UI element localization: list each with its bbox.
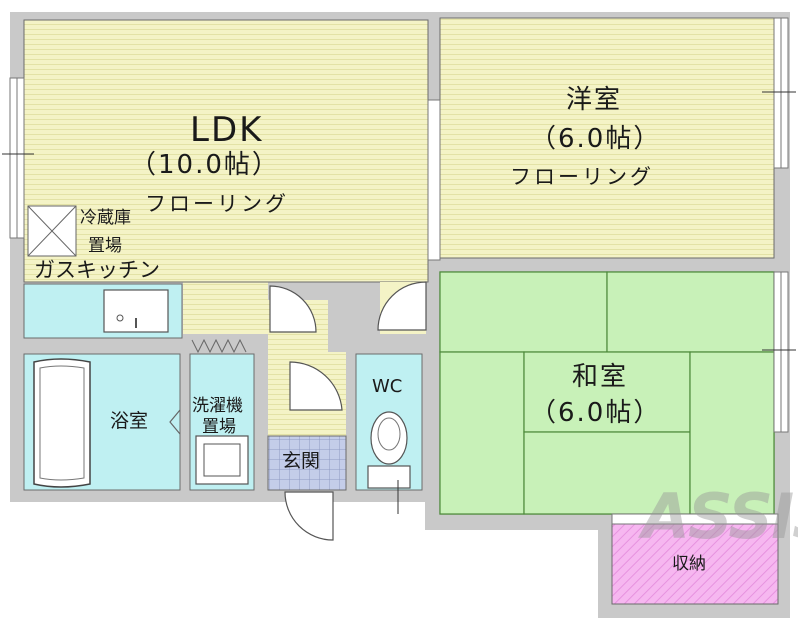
washer-label-1: 洗濯機 [192,396,243,416]
windows [9,17,789,433]
bathtub-icon [33,358,91,488]
japanese-size: （6.0帖） [530,398,662,428]
storage-label: 収納 [672,554,706,574]
western-name: 洋室 [566,85,623,115]
kitchen-label: ガスキッチン [34,258,160,282]
bathroom [23,353,181,491]
wc-label: WC [372,376,403,397]
ldk-size: （10.0帖） [130,150,280,180]
japanese-name: 和室 [572,362,629,392]
western-room [439,17,775,259]
kitchen-counter [23,283,183,339]
fridge-label-2: 置場 [88,236,122,256]
toilet-icon [370,411,408,465]
watermark-logo: ASSIST [642,480,798,553]
bath-label: 浴室 [110,410,149,432]
dimension-ticks [2,91,796,514]
ldk-floor: フローリング [145,192,289,216]
western-floor: フローリング [510,165,654,189]
wc-room [355,353,423,491]
washer-room [189,338,255,491]
japanese-room [439,271,775,515]
western-size: （6.0帖） [530,124,662,154]
fridge-space-icon [27,205,77,257]
washer-label-2: 置場 [202,417,236,437]
fridge-label-1: 冷蔵庫 [80,208,131,228]
entrance-label: 玄関 [282,450,321,472]
storage-closet [611,513,779,605]
doors [269,281,427,541]
ldk-name: LDK [190,110,264,150]
